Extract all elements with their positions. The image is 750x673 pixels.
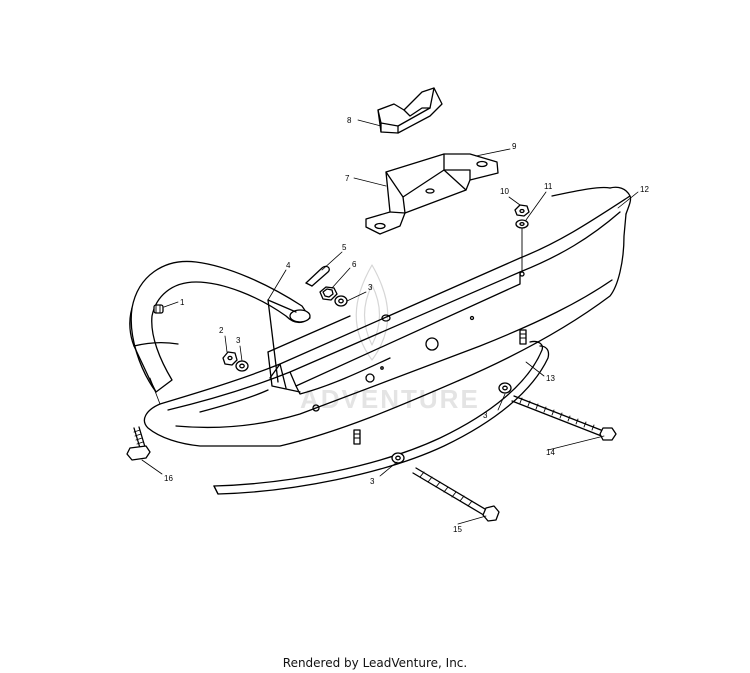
part-3-washer-right bbox=[498, 382, 512, 394]
callout-5: 5 bbox=[342, 243, 347, 252]
callout-1: 1 bbox=[180, 298, 185, 307]
callout-6: 6 bbox=[352, 260, 357, 269]
callout-3-right: 3 bbox=[483, 411, 488, 420]
callout-11: 11 bbox=[544, 182, 553, 191]
part-15-bolt bbox=[412, 467, 500, 522]
part-16-bolt bbox=[126, 426, 151, 461]
part-3-washer-upper bbox=[334, 295, 348, 307]
part-10-nut bbox=[514, 204, 530, 217]
part-14-bolt bbox=[511, 395, 617, 441]
callout-3-upper: 3 bbox=[368, 283, 373, 292]
part-11-washer bbox=[515, 219, 529, 229]
part-12-ski-body bbox=[143, 186, 632, 447]
rendered-by-footer: Rendered by LeadVenture, Inc. bbox=[282, 656, 468, 670]
callout-9: 9 bbox=[512, 142, 517, 151]
callout-8: 8 bbox=[347, 116, 352, 125]
callout-3-left: 3 bbox=[236, 336, 241, 345]
part-3-washer-lower bbox=[391, 452, 405, 464]
part-3-washer-left bbox=[235, 360, 249, 372]
part-5-cotter-pin bbox=[305, 265, 330, 287]
part-6-castle-nut bbox=[319, 286, 338, 301]
callout-12: 12 bbox=[640, 185, 649, 194]
callout-2: 2 bbox=[219, 326, 224, 335]
leadventure-watermark: ADVENTURE bbox=[300, 264, 480, 414]
callout-14: 14 bbox=[546, 448, 555, 457]
callout-7: 7 bbox=[345, 174, 350, 183]
callout-4: 4 bbox=[286, 261, 291, 270]
part-13-wear-bar bbox=[213, 329, 550, 495]
callout-16: 16 bbox=[164, 474, 173, 483]
part-8-saddle-block bbox=[377, 87, 443, 134]
leader-lines bbox=[141, 119, 639, 525]
part-2-nut bbox=[222, 351, 238, 366]
watermark-text: ADVENTURE bbox=[300, 384, 480, 414]
part-1-nut bbox=[153, 304, 164, 314]
callout-labels: 1 2 3 4 5 6 3 7 8 9 10 11 12 13 3 14 3 1… bbox=[164, 116, 649, 534]
callout-10: 10 bbox=[500, 187, 509, 196]
part-9-bracket-plate bbox=[365, 153, 499, 235]
callout-3-lower: 3 bbox=[370, 477, 375, 486]
callout-15: 15 bbox=[453, 525, 462, 534]
ski-assembly-diagram: ADVENTURE bbox=[126, 87, 649, 534]
callout-13: 13 bbox=[546, 374, 555, 383]
